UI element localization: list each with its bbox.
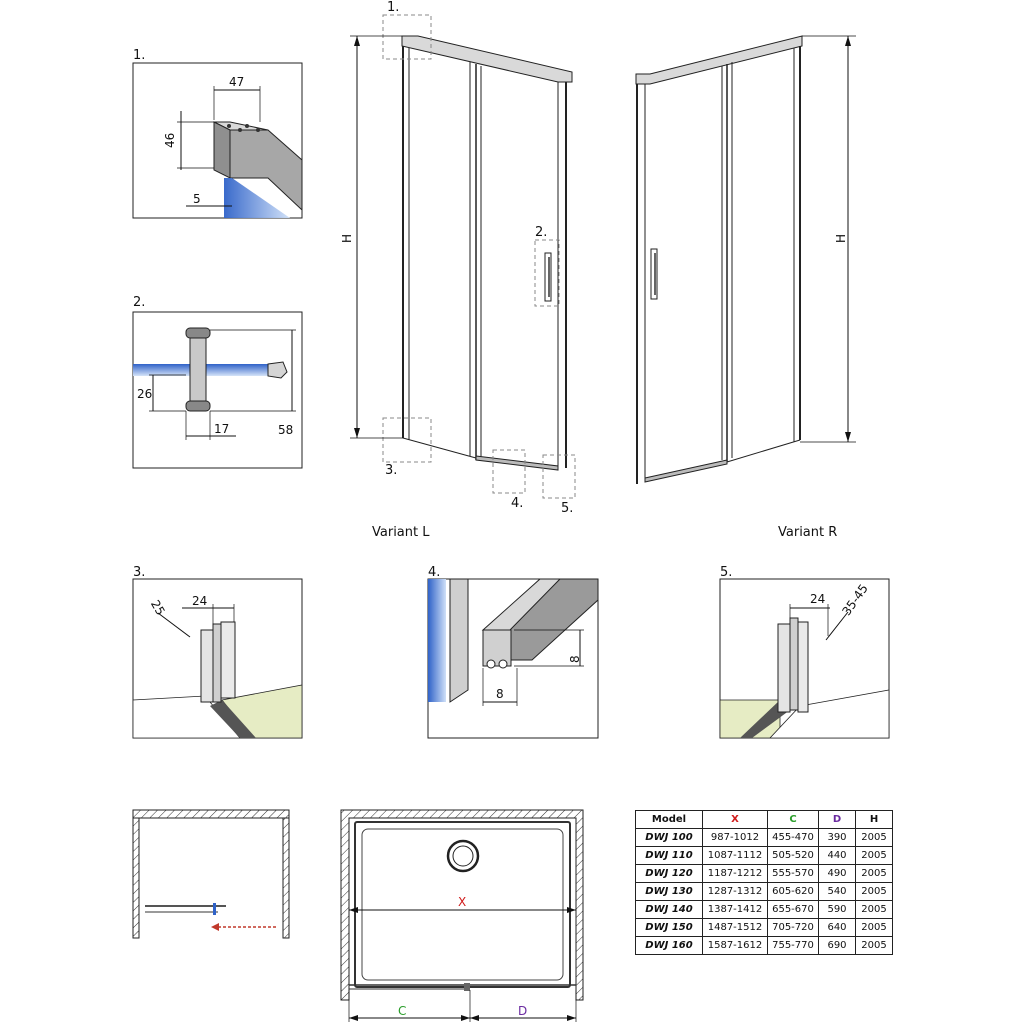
callout-5: 5. bbox=[561, 501, 573, 516]
cell-h: 2005 bbox=[855, 864, 893, 883]
cell-h: 2005 bbox=[855, 882, 893, 901]
cell-d: 690 bbox=[818, 936, 856, 955]
cell-c: 655-670 bbox=[767, 900, 819, 919]
detail-2-b: 17 bbox=[214, 422, 229, 436]
cell-x: 1587-1612 bbox=[702, 936, 768, 955]
cell-c: 705-720 bbox=[767, 918, 819, 937]
detail-5: 5. 24 35-45 bbox=[719, 565, 890, 739]
callout-3: 3. bbox=[385, 463, 397, 478]
cell-x: 1487-1512 bbox=[702, 918, 768, 937]
plan-x-label: X bbox=[458, 895, 466, 909]
cell-model: DWJ 140 bbox=[635, 900, 703, 919]
cell-h: 2005 bbox=[855, 900, 893, 919]
cell-h: 2005 bbox=[855, 846, 893, 865]
cell-d: 390 bbox=[818, 828, 856, 847]
cell-h: 2005 bbox=[855, 828, 893, 847]
cell-x: 1187-1212 bbox=[702, 864, 768, 883]
cell-c: 455-470 bbox=[767, 828, 819, 847]
detail-4: 4. 8 8 bbox=[427, 565, 599, 739]
header-model: Model bbox=[635, 810, 703, 829]
detail-2: 2. 58 26 17 bbox=[132, 295, 303, 469]
detail-3-label: 3. bbox=[133, 565, 145, 580]
detail-5-a: 24 bbox=[810, 592, 825, 606]
detail-3-b: 24 bbox=[192, 594, 207, 608]
callout-1: 1. bbox=[387, 0, 399, 15]
detail-1-width: 47 bbox=[229, 75, 244, 89]
header-h: H bbox=[855, 810, 893, 829]
cell-model: DWJ 120 bbox=[635, 864, 703, 883]
cell-d: 590 bbox=[818, 900, 856, 919]
cell-model: DWJ 160 bbox=[635, 936, 703, 955]
cell-x: 1287-1312 bbox=[702, 882, 768, 901]
detail-5-label: 5. bbox=[720, 565, 732, 580]
opening-diagram bbox=[132, 809, 290, 939]
variant-r-view: H Variant R bbox=[635, 35, 856, 540]
cell-x: 1087-1112 bbox=[702, 846, 768, 865]
cell-d: 540 bbox=[818, 882, 856, 901]
cell-x: 1387-1412 bbox=[702, 900, 768, 919]
table-header-row: Model X C D H bbox=[635, 810, 893, 829]
cell-model: DWJ 100 bbox=[635, 828, 703, 847]
cell-c: 505-520 bbox=[767, 846, 819, 865]
cell-h: 2005 bbox=[855, 918, 893, 937]
callout-4: 4. bbox=[511, 496, 523, 511]
detail-2-a: 26 bbox=[137, 387, 152, 401]
cell-model: DWJ 110 bbox=[635, 846, 703, 865]
detail-2-c: 58 bbox=[278, 423, 293, 437]
detail-4-b: 8 bbox=[496, 687, 504, 701]
header-d: D bbox=[818, 810, 856, 829]
header-x: X bbox=[702, 810, 768, 829]
detail-1-gap: 5 bbox=[193, 192, 201, 206]
plan-d-label: D bbox=[518, 1004, 527, 1018]
plan-view: X C D bbox=[340, 809, 584, 1022]
cell-model: DWJ 130 bbox=[635, 882, 703, 901]
cell-h: 2005 bbox=[855, 936, 893, 955]
cell-d: 490 bbox=[818, 864, 856, 883]
detail-1: 1. 47 46 5 bbox=[132, 48, 303, 219]
cell-d: 440 bbox=[818, 846, 856, 865]
cell-c: 605-620 bbox=[767, 882, 819, 901]
detail-2-label: 2. bbox=[133, 295, 145, 310]
cell-model: DWJ 150 bbox=[635, 918, 703, 937]
variant-r-height-label: H bbox=[834, 234, 848, 243]
detail-1-height: 46 bbox=[163, 133, 177, 148]
variant-l-label: Variant L bbox=[372, 525, 430, 540]
plan-c-label: C bbox=[398, 1004, 406, 1018]
detail-4-a: 8 bbox=[568, 655, 582, 663]
callout-2: 2. bbox=[535, 225, 547, 240]
variant-r-label: Variant R bbox=[778, 525, 837, 540]
variant-l-height-label: H bbox=[340, 234, 354, 243]
detail-3: 3. 24 25 bbox=[132, 565, 303, 739]
cell-c: 755-770 bbox=[767, 936, 819, 955]
detail-4-label: 4. bbox=[428, 565, 440, 580]
cell-d: 640 bbox=[818, 918, 856, 937]
header-c: C bbox=[767, 810, 819, 829]
detail-1-label: 1. bbox=[133, 48, 145, 63]
detail-3-a: 25 bbox=[148, 598, 168, 618]
cell-x: 987-1012 bbox=[702, 828, 768, 847]
variant-l-view: 1. 2. 3. 4. 5. H Variant L bbox=[340, 0, 576, 540]
cell-c: 555-570 bbox=[767, 864, 819, 883]
